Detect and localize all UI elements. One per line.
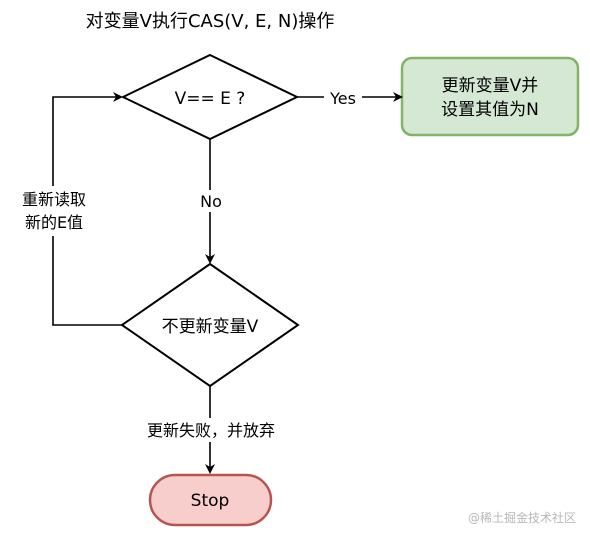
edge-yes-label: Yes [329, 89, 356, 108]
decision-not-updated: 不更新变量V [120, 262, 300, 388]
update-box-line2: 设置其值为N [441, 100, 539, 120]
update-box-shape [400, 56, 580, 137]
diagram-title: 对变量V执行CAS(V, E, N)操作 [86, 11, 335, 32]
edge-no: No [196, 139, 226, 264]
edge-no-label-bg [196, 190, 226, 212]
edge-no-label: No [200, 192, 222, 211]
edge-reread: 重新读取 新的E值 [14, 92, 123, 326]
decision-compare: V== E ? [120, 53, 300, 141]
edge-fail: 更新失败，并放弃 [133, 386, 289, 474]
decision-compare-label: V== E ? [175, 89, 246, 109]
stop-terminal-label: Stop [191, 491, 230, 511]
stop-terminal-shape [148, 473, 273, 527]
edge-fail-label-bg [133, 418, 289, 442]
stop-terminal: Stop [148, 473, 273, 527]
edge-reread-label-line2: 新的E值 [25, 213, 83, 232]
watermark: @稀土掘金技术社区 [468, 510, 576, 525]
edge-yes-label-bg [324, 88, 362, 108]
update-box: 更新变量V并 设置其值为N [400, 56, 580, 137]
edge-reread-label-line1: 重新读取 [22, 190, 86, 209]
update-box-line1: 更新变量V并 [442, 76, 539, 96]
decision-not-updated-label: 不更新变量V [162, 317, 259, 337]
edge-yes: Yes [297, 88, 403, 108]
edge-reread-label-bg [14, 186, 94, 236]
edge-fail-label: 更新失败，并放弃 [147, 421, 275, 440]
